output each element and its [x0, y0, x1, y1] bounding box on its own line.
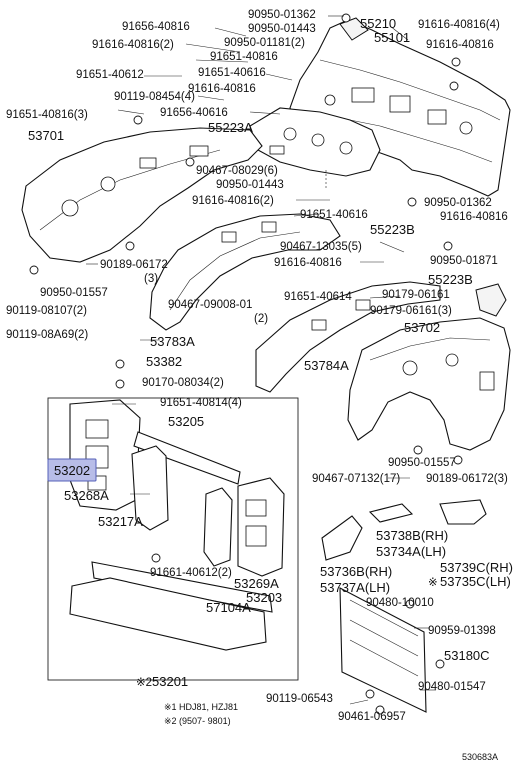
part-label[interactable]: 55223B	[428, 272, 473, 287]
part-label[interactable]: 53269A	[234, 576, 279, 591]
part-label[interactable]: 53202	[54, 463, 90, 478]
part-label[interactable]: ※	[428, 577, 438, 589]
note-2: ※2 (9507- 9801)	[164, 716, 231, 726]
part-label[interactable]: 91616-40816(4)	[418, 19, 500, 31]
apron-53702-drawing	[347, 283, 511, 451]
part-label[interactable]: 53701	[28, 128, 64, 143]
part-label[interactable]: (3)	[144, 273, 158, 285]
part-label[interactable]: 90179-06161	[382, 289, 450, 301]
part-label[interactable]: 90950-01362	[424, 197, 492, 209]
part-label[interactable]: 90467-08029(6)	[196, 165, 278, 177]
part-label[interactable]: 53203	[246, 590, 282, 605]
part-label[interactable]: 55210	[360, 16, 396, 31]
insulator-55223a-drawing	[249, 107, 381, 177]
part-label[interactable]: 91651-40616	[300, 209, 368, 221]
part-label[interactable]: 53736B(RH)	[320, 564, 392, 579]
part-label[interactable]: 55101	[374, 30, 410, 45]
notes: ※1 HDJ81, HZJ81 ※2 (9507- 9801) 530683A	[164, 702, 498, 762]
part-label[interactable]: 91651-40612	[76, 69, 144, 81]
part-label[interactable]: 53784A	[304, 358, 349, 373]
part-label[interactable]: 53268A	[64, 488, 109, 503]
part-label[interactable]: 53739C(RH)	[440, 560, 513, 575]
part-label[interactable]: 90189-06172(3)	[426, 473, 508, 485]
part-label[interactable]: 90950-01871	[430, 255, 498, 267]
part-label[interactable]: ※2	[136, 677, 152, 689]
part-label[interactable]: 90189-06172	[100, 259, 168, 271]
part-label[interactable]: 53180C	[444, 648, 490, 663]
diagram-reference-number: 530683A	[462, 752, 498, 762]
part-label[interactable]: 90119-08454(4)	[114, 91, 195, 103]
part-label[interactable]: 53702	[404, 320, 440, 335]
part-label[interactable]: 53735C(LH)	[440, 574, 511, 589]
part-label[interactable]: 90950-01181(2)	[224, 37, 305, 49]
part-label[interactable]: 53217A	[98, 514, 143, 529]
part-label[interactable]: 53738B(RH)	[376, 528, 448, 543]
part-label[interactable]: 90467-09008-01	[168, 299, 252, 311]
part-label[interactable]: 53734A(LH)	[376, 544, 446, 559]
part-label[interactable]: 53783A	[150, 334, 195, 349]
part-label[interactable]: 55223B	[370, 222, 415, 237]
part-label[interactable]: 53382	[146, 354, 182, 369]
part-label[interactable]: 90119-08107(2)	[6, 305, 87, 317]
part-label[interactable]: 91616-40816	[426, 39, 494, 51]
part-label[interactable]: 53737A(LH)	[320, 580, 390, 595]
part-label[interactable]: 91651-40614	[284, 291, 352, 303]
part-label[interactable]: 90170-08034(2)	[142, 377, 224, 389]
seal-drawings	[321, 499, 487, 561]
part-label[interactable]: 90179-06161(3)	[370, 305, 452, 317]
leader-lines	[86, 15, 436, 705]
part-label[interactable]: 57104A	[206, 600, 251, 615]
part-label[interactable]: 91616-40816	[440, 211, 508, 223]
part-label[interactable]: 90461-06957	[338, 711, 406, 723]
part-label[interactable]: 91651-40814(4)	[160, 397, 242, 409]
part-label[interactable]: 91651-40616	[198, 67, 266, 79]
fender-apron-53784a-drawing	[255, 281, 441, 393]
note-1: ※1 HDJ81, HZJ81	[164, 702, 238, 712]
radiator-support-group-frame	[47, 397, 299, 681]
highlight-53202	[47, 458, 97, 482]
part-label[interactable]: 91656-40816	[122, 21, 190, 33]
part-label[interactable]: 90950-01443	[248, 23, 316, 35]
radiator-support-drawing	[69, 399, 285, 651]
part-label[interactable]: 90959-01398	[428, 625, 496, 637]
fender-apron-53783a-drawing	[149, 213, 341, 331]
part-label[interactable]: 90467-13035(5)	[280, 241, 362, 253]
part-label[interactable]: 90119-08A69(2)	[6, 329, 88, 341]
part-label[interactable]: 55223A	[208, 120, 253, 135]
part-label[interactable]: 90467-07132(17)	[312, 473, 400, 485]
part-label[interactable]: 53201	[152, 674, 188, 689]
cover-53180c-drawing	[339, 587, 427, 713]
part-label[interactable]: 91616-40816(2)	[92, 39, 174, 51]
part-label[interactable]: 91656-40616	[160, 107, 228, 119]
part-label[interactable]: 90480-01547	[418, 681, 486, 693]
part-label[interactable]: 90950-01557	[388, 457, 456, 469]
part-label[interactable]: 91651-40816	[210, 51, 278, 63]
part-label[interactable]: 91616-40816	[188, 83, 256, 95]
part-label[interactable]: 53205	[168, 414, 204, 429]
part-label[interactable]: 90950-01443	[216, 179, 284, 191]
part-label[interactable]: 91616-40816	[274, 257, 342, 269]
part-label[interactable]: (2)	[254, 313, 268, 325]
part-label[interactable]: 90950-01362	[248, 9, 316, 21]
part-label[interactable]: 91651-40816(3)	[6, 109, 88, 121]
part-label[interactable]: 90119-06543	[266, 693, 333, 705]
part-label[interactable]: 91616-40816(2)	[192, 195, 274, 207]
apron-53701-drawing	[21, 127, 263, 263]
part-label[interactable]: 90950-01557	[40, 287, 108, 299]
part-label[interactable]: 90480-10010	[366, 597, 434, 609]
dash-panel-drawing	[289, 17, 511, 197]
part-label[interactable]: 91661-40612(2)	[150, 567, 232, 579]
part-labels: 90950-01362 91656-40816 90950-01443 5521…	[6, 9, 513, 723]
